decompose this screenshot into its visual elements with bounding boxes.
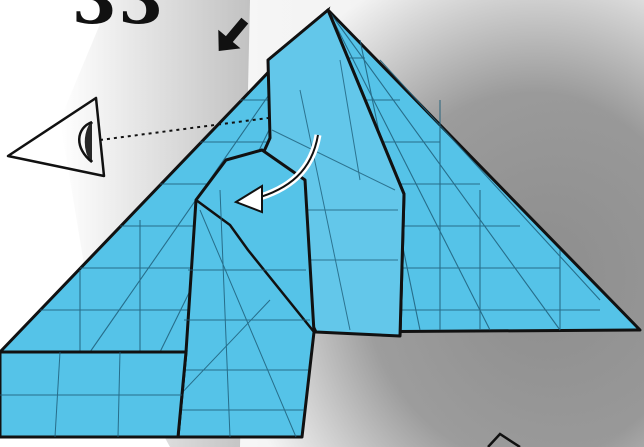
step-number: 33 [72,0,165,39]
